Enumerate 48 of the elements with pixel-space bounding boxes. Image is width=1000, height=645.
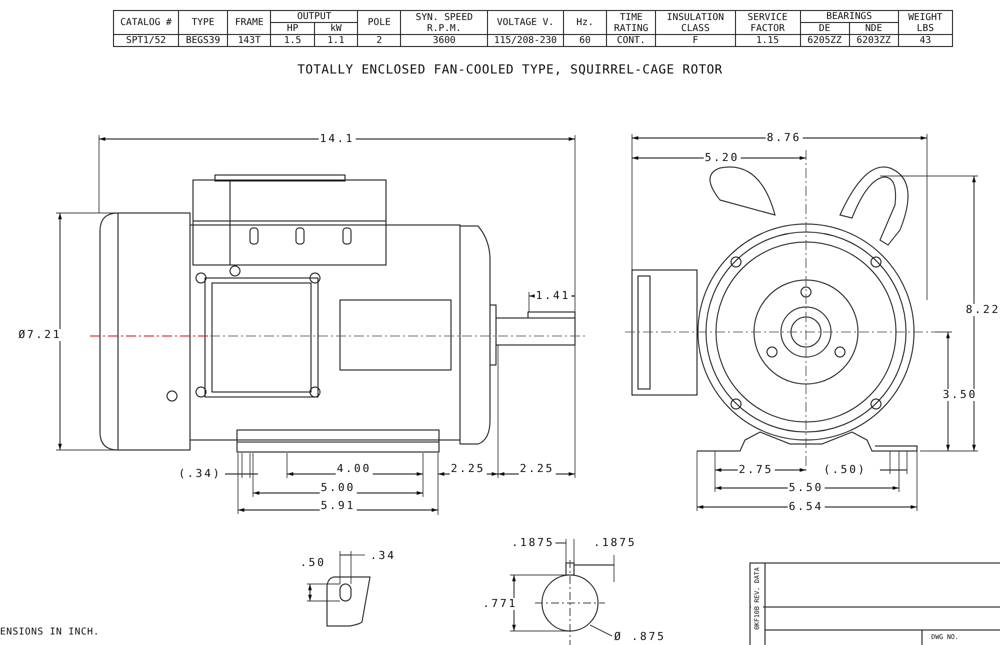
table-cell: SYN. SPEED R.P.M. [400, 10, 488, 34]
table-cell: TYPE [178, 10, 228, 34]
dimension-label: 5.91 [320, 500, 356, 512]
table-cell: 6203ZZ [849, 34, 898, 46]
table-cell: VOLTAGE V. [488, 10, 564, 34]
dimension-label: 5.50 [788, 482, 824, 494]
table-cell: NDE [849, 22, 898, 34]
table-cell: CATALOG # [114, 10, 178, 34]
table-cell: Hz. [563, 10, 607, 34]
table-cell: SPT1/52 [114, 34, 178, 46]
table-cell: 6205ZZ [800, 34, 850, 46]
dimension-label: 4.00 [336, 463, 372, 475]
table-cell: 2 [358, 34, 401, 46]
table-cell: 1.5 [270, 34, 314, 46]
table-cell: HP [270, 22, 314, 34]
table-cell: SERVICE FACTOR [735, 10, 800, 34]
note-text: ENSIONS IN INCH. [0, 626, 100, 638]
table-cell: WEIGHT LBS [898, 10, 952, 34]
table-cell: DE [800, 22, 850, 34]
dimension-label: 5.20 [704, 152, 740, 164]
table-cell: BEGS39 [178, 34, 228, 46]
dimension-label: 2.25 [518, 463, 556, 475]
table-cell: 1.1 [314, 34, 358, 46]
table-cell: FRAME [228, 10, 271, 34]
table-cell: kW [314, 22, 358, 34]
table-cell: 60 [563, 34, 607, 46]
dimension-label: Ø7.21 [17, 329, 63, 341]
table-cell: 43 [898, 34, 952, 46]
table-cell: POLE [358, 10, 401, 34]
dimension-label: 5.00 [320, 482, 356, 494]
drawing-title: TOTALLY ENCLOSED FAN-COOLED TYPE, SQUIRREL-CAGE ROTOR [297, 62, 723, 76]
table-cell: 143T [228, 34, 271, 46]
dimension-label: 6.54 [788, 501, 824, 513]
table-cell: 1.15 [735, 34, 800, 46]
dimension-label: 1.41 [534, 290, 572, 302]
table-cell: OUTPUT [270, 10, 358, 22]
dimension-label: 8.76 [766, 132, 802, 144]
dimension-label: 2.25 [450, 463, 486, 475]
table-cell: INSULATION CLASS [656, 10, 736, 34]
table-cell: F [656, 34, 736, 46]
table-cell: BEARINGS [800, 10, 898, 22]
table-cell: 3600 [400, 34, 488, 46]
table-cell: 115/208-230 [488, 34, 564, 46]
dimension-label: 14.1 [318, 133, 356, 145]
table-cell: CONT. [606, 34, 656, 46]
dimension-label: 8.22 [964, 304, 1000, 316]
dimension-label: 2.75 [738, 464, 774, 476]
table-cell: TIME RATING [606, 10, 656, 34]
